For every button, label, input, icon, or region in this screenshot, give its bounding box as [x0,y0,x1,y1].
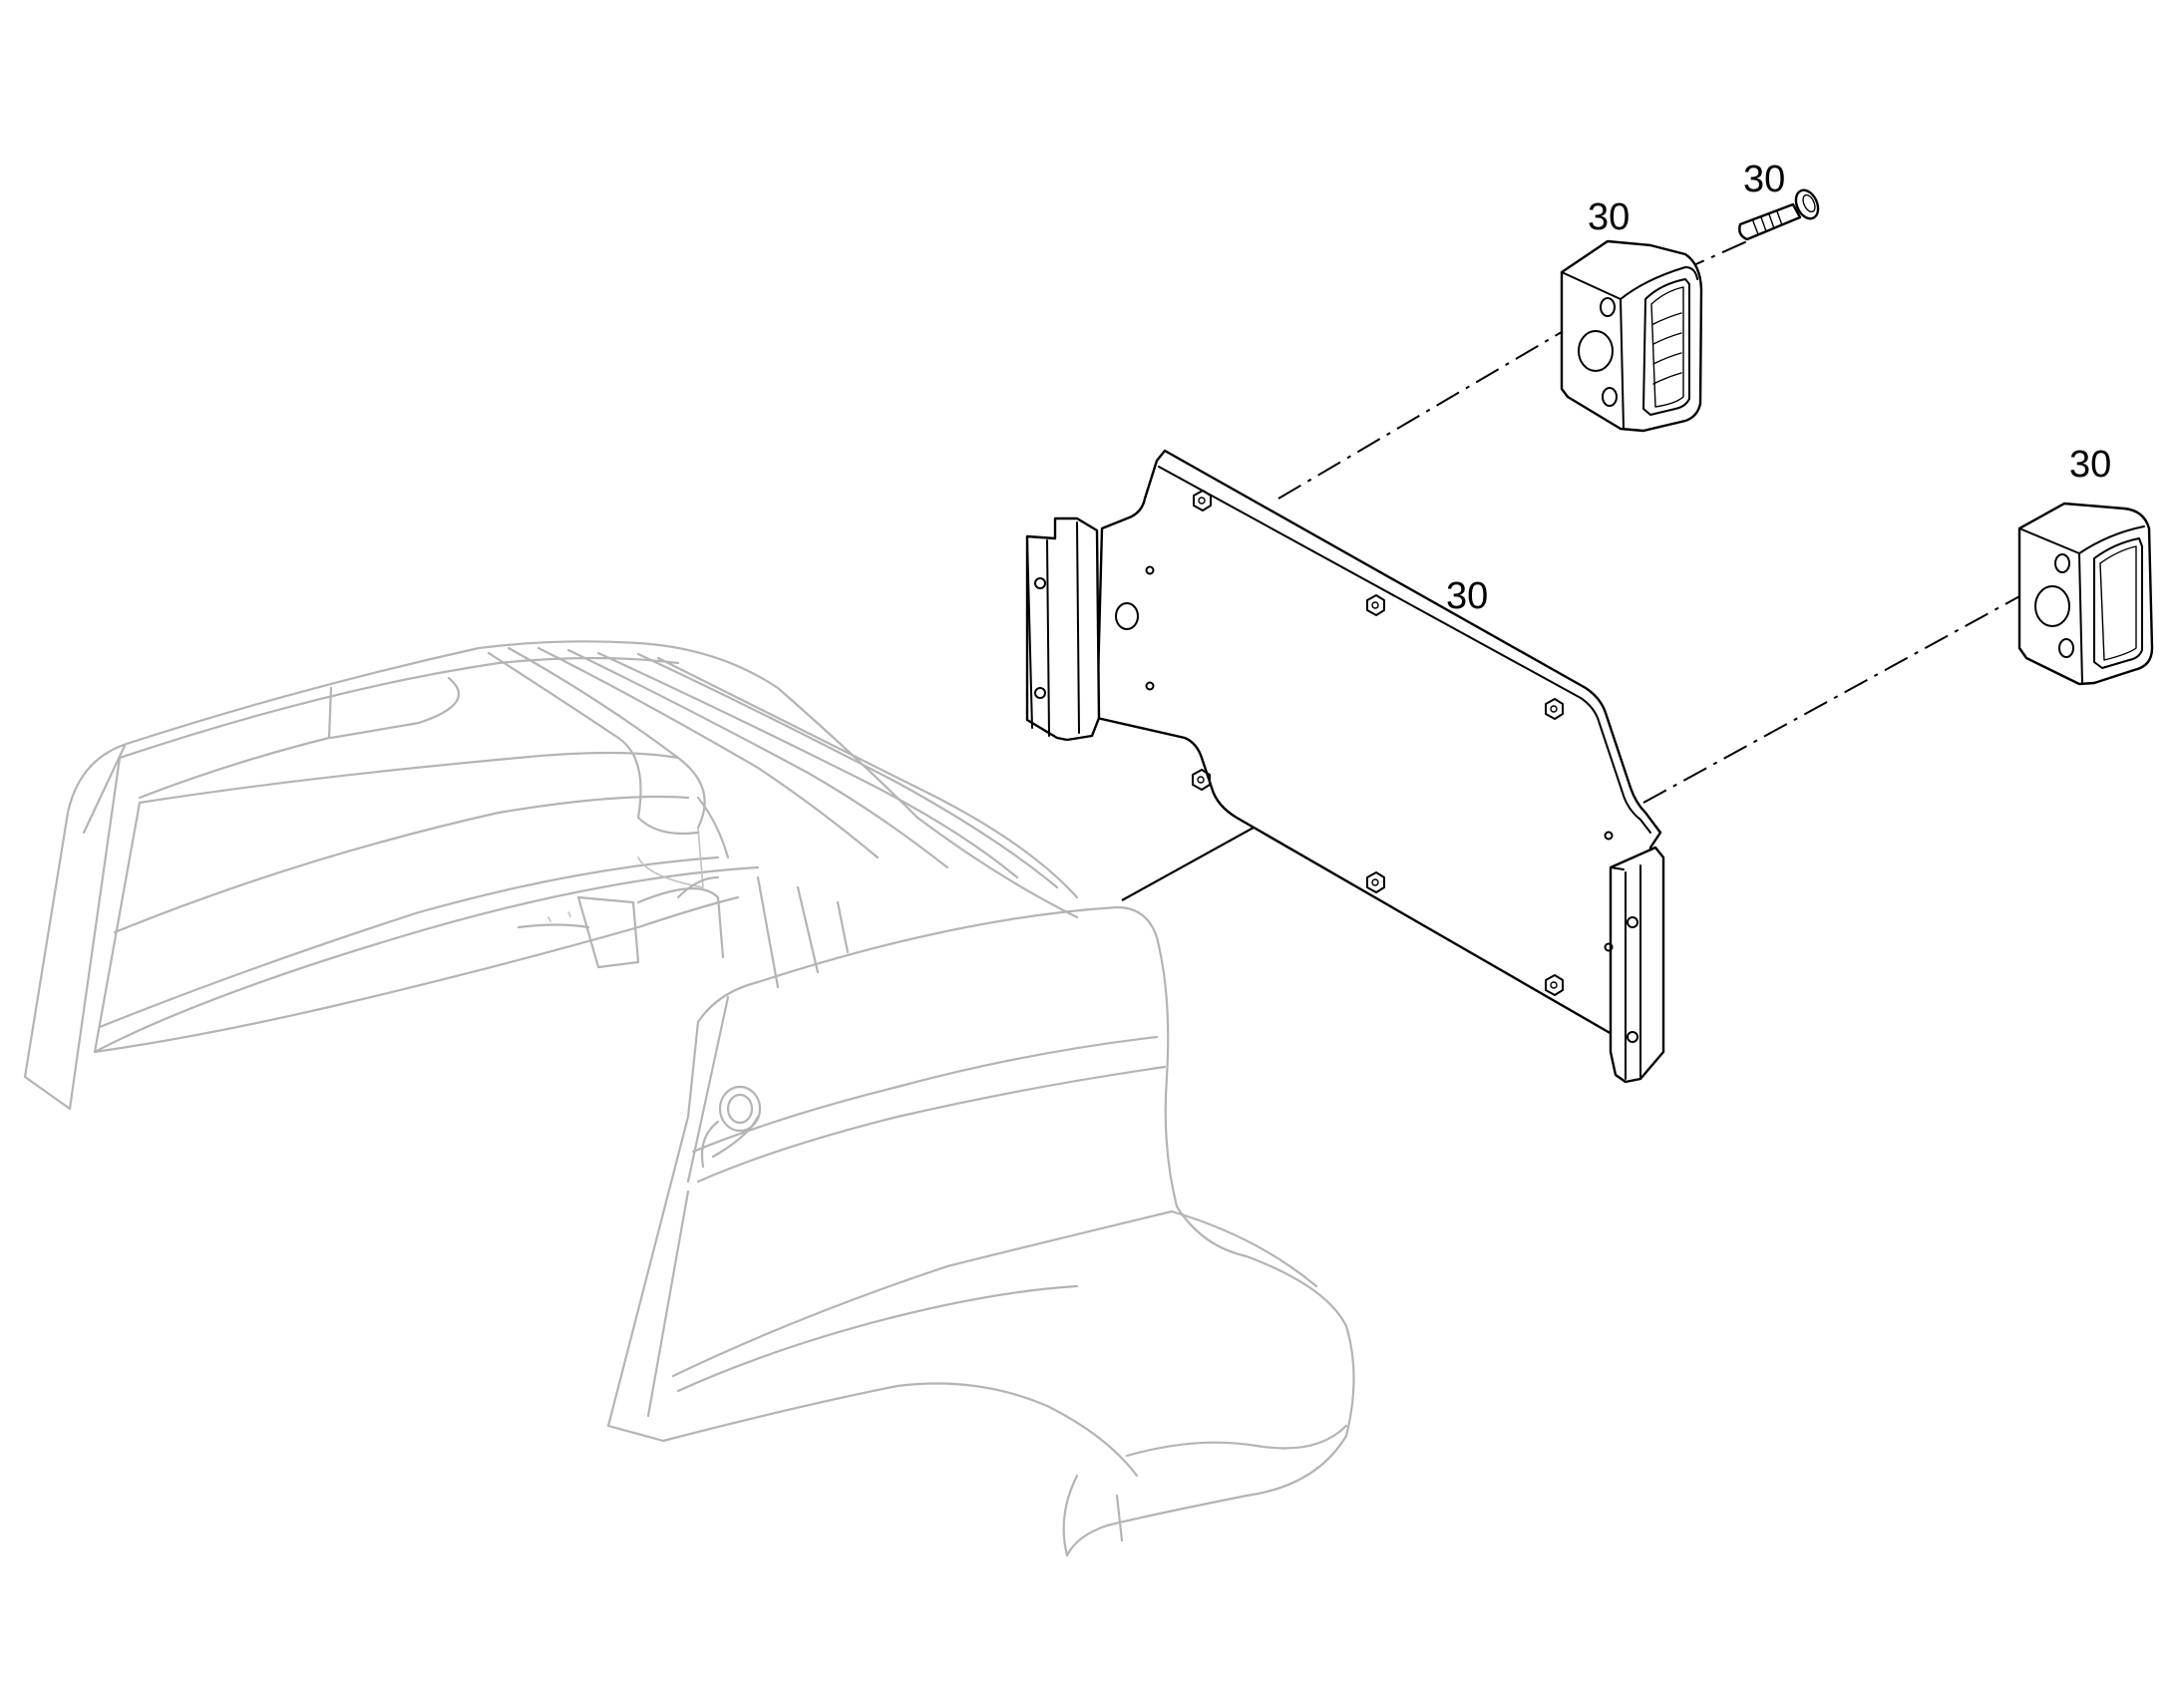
bracket-nuts [1192,490,1564,996]
marker-lamp-right [2017,502,2154,686]
assembly-line-right-lamp [1642,577,2053,804]
marker-lamp-left [1560,239,1703,433]
rear-fender-body [23,640,1355,1557]
mounting-bracket [1025,449,1665,1084]
assembly-line-left-lamp [1277,308,1602,500]
callout-bracket: 30 [1446,575,1488,617]
callout-lamp-left: 30 [1588,196,1630,238]
screw [1738,188,1820,241]
callout-lamp-right: 30 [2069,444,2111,486]
callout-screw: 30 [1743,159,1785,200]
